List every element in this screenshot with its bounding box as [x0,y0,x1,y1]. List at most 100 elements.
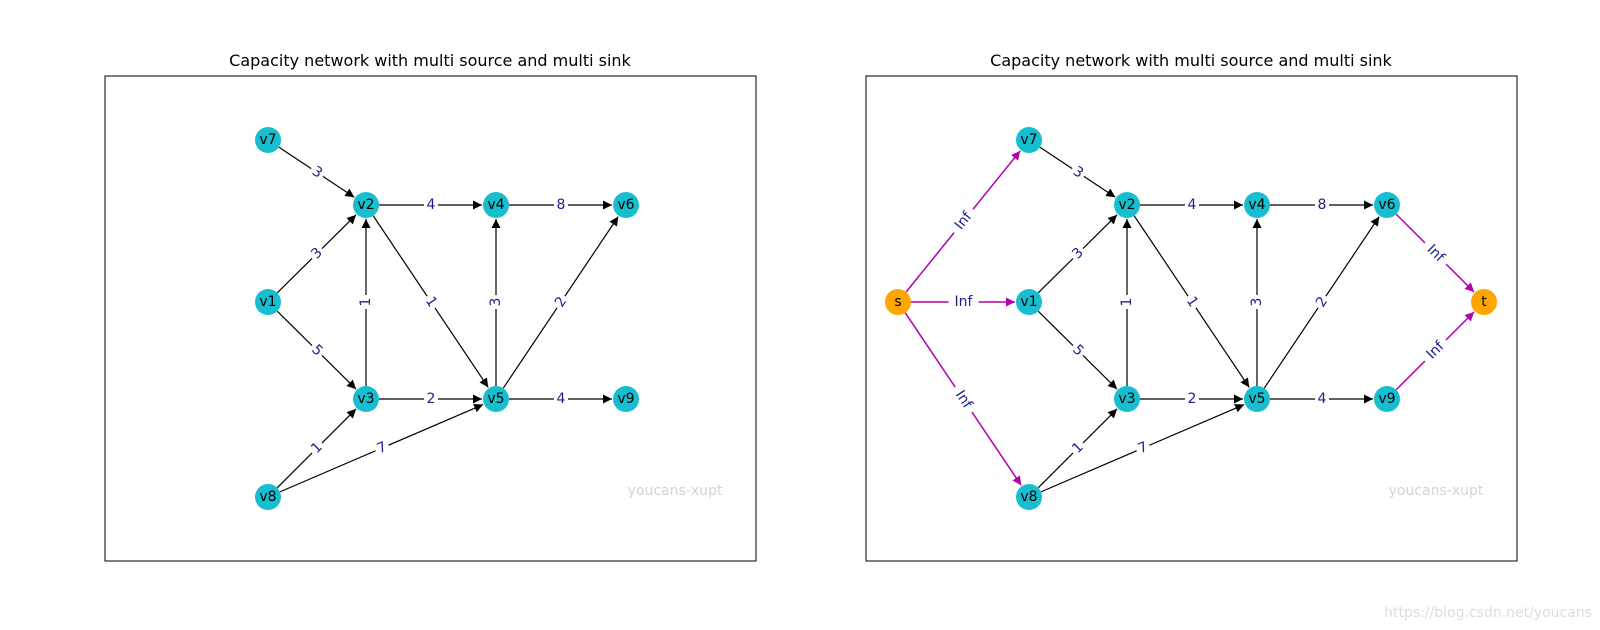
page-watermark-url: https://blog.csdn.net/youcans [1384,605,1592,621]
edge-v2-v4: 4 [1140,196,1243,214]
edge-v2-v5: 1 [1133,215,1250,388]
edge-label-background [305,436,329,460]
edge-label-background [1066,242,1090,265]
node-label: v3 [1118,391,1135,407]
edge-label-background [424,390,438,408]
node-circle [255,484,281,510]
node-v1: v1 [255,289,281,315]
node-label: v7 [1020,132,1037,148]
edge-v8-v5: 7 [1040,403,1245,493]
edge-v5-v6: 2 [1263,216,1380,389]
node-label: v1 [259,294,276,310]
edge-label-background [305,339,329,362]
node-circle [483,386,509,412]
node-v6: v6 [1374,192,1400,218]
edge-v8-v3: 1 [276,408,357,489]
node-circle [1374,386,1400,412]
edge-v1-v2: 3 [1037,214,1118,294]
node-label: v6 [617,197,634,213]
node-circle [353,192,379,218]
panel-left: Capacity network with multi source and m… [104,51,757,562]
edge-v4-v6: 8 [1270,196,1373,214]
node-circle [1016,127,1042,153]
node-label: v9 [1378,391,1395,407]
node-circle [1114,192,1140,218]
edge-label-background [947,382,980,417]
node-label: v4 [487,197,504,213]
edge-label-background [1418,236,1453,271]
node-label: v1 [1020,294,1037,310]
edge-label-background [1315,390,1329,408]
node-v1: v1 [1016,289,1042,315]
edge-label-background [948,293,979,311]
node-circle [255,127,281,153]
node-label: v8 [259,489,276,505]
edge-s-v7: Inf [905,150,1021,293]
node-circle [255,289,281,315]
node-v3: v3 [1114,386,1140,412]
edge-v5-v4: 3 [487,219,505,386]
node-v6: v6 [613,192,639,218]
panel-frame [104,75,757,562]
node-label: v9 [617,391,634,407]
node-label: t [1481,294,1487,310]
node-label: v4 [1248,197,1265,213]
edge-label-background [554,390,568,408]
node-circle [1016,289,1042,315]
node-circle [1244,192,1270,218]
watermark-text: youcans-xupt [628,483,723,499]
node-circle [1471,289,1497,315]
node-label: v2 [357,197,374,213]
edge-v9-t: Inf [1395,311,1475,391]
panel-frame [865,75,1518,562]
edge-label-background [1185,390,1199,408]
edge-label-background [1185,196,1199,214]
edge-label-background [357,295,375,309]
edge-v7-v2: 3 [278,146,355,198]
edge-label-background [1418,333,1453,368]
edge-label-background [1310,291,1334,313]
edge-capacity-label: 1 [1119,298,1135,307]
edge-capacity-label: 3 [488,298,504,307]
edge-v7-v2: 3 [1039,146,1116,198]
edge-label-background [372,436,392,460]
node-v5: v5 [483,386,509,412]
edge-capacity-label: 8 [557,197,566,213]
node-v9: v9 [613,386,639,412]
edge-label-background [554,196,568,214]
node-s: s [885,289,911,315]
edge-v2-v5: 1 [372,215,489,388]
edge-label-background [487,295,505,309]
node-v8: v8 [255,484,281,510]
edge-v3-v2: 1 [357,219,375,386]
node-v2: v2 [1114,192,1140,218]
node-t: t [1471,289,1497,315]
edge-label-background [1248,295,1266,309]
edge-label-background [424,196,438,214]
edge-label-background [549,291,573,313]
edge-v3-v5: 2 [379,390,482,408]
node-circle [1016,484,1042,510]
edge-label-background [1133,436,1153,460]
edge-capacity-label: 4 [1188,197,1197,213]
edge-v2-v4: 4 [379,196,482,214]
edge-capacity-label: 4 [1318,391,1327,407]
node-label: v2 [1118,197,1135,213]
edge-label-background [1066,436,1090,460]
panel-title: Capacity network with multi source and m… [229,51,631,70]
edge-label-background [1180,291,1204,313]
edge-label-background [1067,161,1089,184]
node-v7: v7 [1016,127,1042,153]
node-circle [1244,386,1270,412]
node-v9: v9 [1374,386,1400,412]
node-v7: v7 [255,127,281,153]
node-circle [1114,386,1140,412]
edge-capacity-label: 4 [427,197,436,213]
edge-label-background [1118,295,1136,309]
node-label: v8 [1020,489,1037,505]
edge-label-background [947,203,980,239]
edge-v8-v5: 7 [279,403,484,493]
